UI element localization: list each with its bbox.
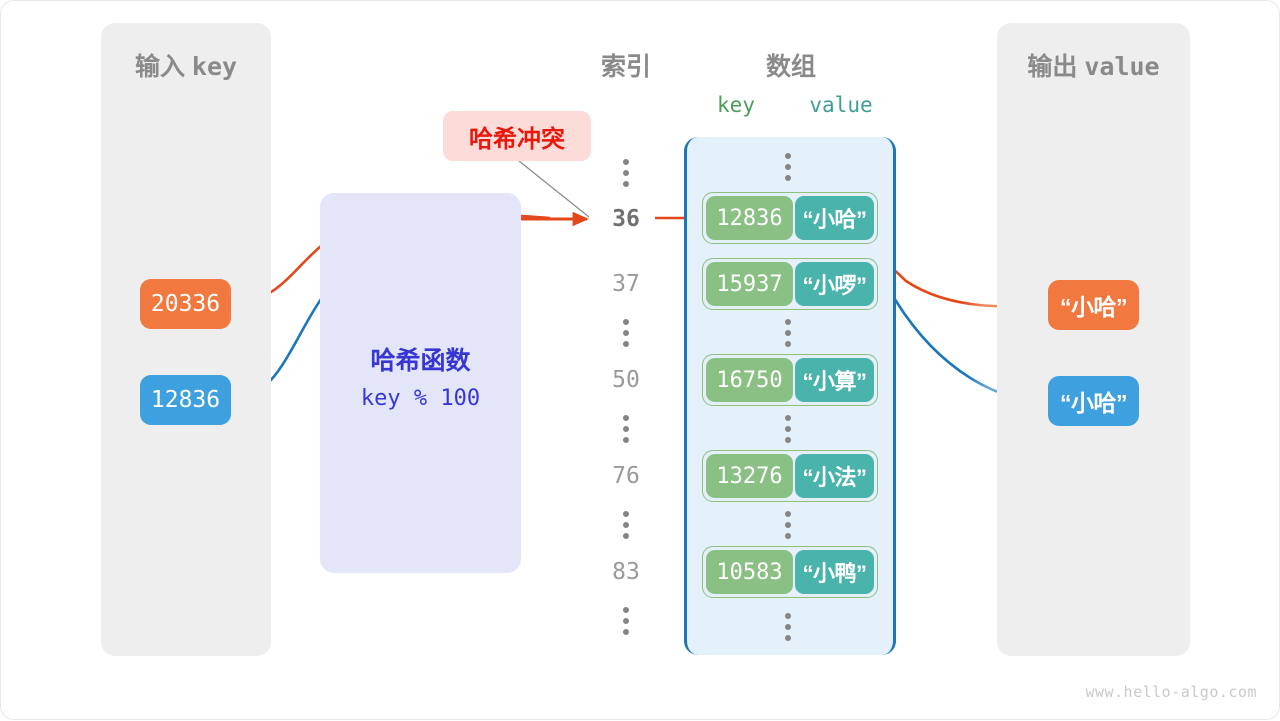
input-key-1: 12836 [140,375,231,425]
table-row: 12836 “小哈” [702,192,878,244]
row-value-cell: “小鸭” [795,550,874,594]
input-panel-title-cn: 输入 [134,53,185,81]
row-value-cell: “小啰” [795,262,874,306]
output-value-1: “小哈” [1048,376,1139,426]
table-row: 10583 “小鸭” [702,546,878,598]
array-ellipsis-3 [785,511,791,539]
hash-function-box [320,193,521,573]
table-row: 16750 “小算” [702,354,878,406]
index-label-83: 83 [612,559,640,585]
output-panel-title-cn: 输出 [1027,53,1078,81]
table-row: 15937 “小啰” [702,258,878,310]
index-ellipsis-4 [623,607,629,635]
row-value-cell: “小哈” [795,196,874,240]
row-key-cell: 12836 [706,196,793,240]
input-panel: 输入 key [101,23,271,656]
key-value-subheader: key value [686,93,896,117]
row-key-cell: 15937 [706,262,793,306]
array-ellipsis-2 [785,415,791,443]
index-ellipsis-1 [623,319,629,347]
index-ellipsis-2 [623,415,629,443]
index-label-37: 37 [612,271,640,297]
index-label-36: 36 [612,206,640,232]
index-label-76: 76 [612,463,640,489]
hash-collision-badge: 哈希冲突 [443,111,591,161]
output-panel: 输出 value [997,23,1190,656]
array-ellipsis-0 [785,153,791,181]
array-ellipsis-4 [785,613,791,641]
row-value-cell: “小算” [795,358,874,402]
input-key-0: 20336 [140,279,231,329]
hash-function-label: 哈希函数 [370,347,471,375]
index-ellipsis-0 [623,159,629,187]
output-panel-title: 输出 value [997,47,1190,83]
watermark: www.hello-algo.com [1085,683,1257,701]
array-column-header: 数组 [765,53,816,81]
row-key-cell: 13276 [706,454,793,498]
input-panel-title-code: key [191,52,238,81]
row-key-cell: 16750 [706,358,793,402]
output-value-0: “小哈” [1048,280,1139,330]
input-panel-title: 输入 key [101,47,271,83]
array-ellipsis-1 [785,319,791,347]
hash-function-expression: key % 100 [360,386,481,411]
output-panel-title-code: value [1084,52,1160,81]
key-subheader: key [717,93,755,117]
table-row: 13276 “小法” [702,450,878,502]
value-subheader: value [809,93,873,117]
index-ellipsis-3 [623,511,629,539]
row-key-cell: 10583 [706,550,793,594]
index-column-header: 索引 [600,53,651,81]
index-label-50: 50 [612,367,640,393]
row-value-cell: “小法” [795,454,874,498]
